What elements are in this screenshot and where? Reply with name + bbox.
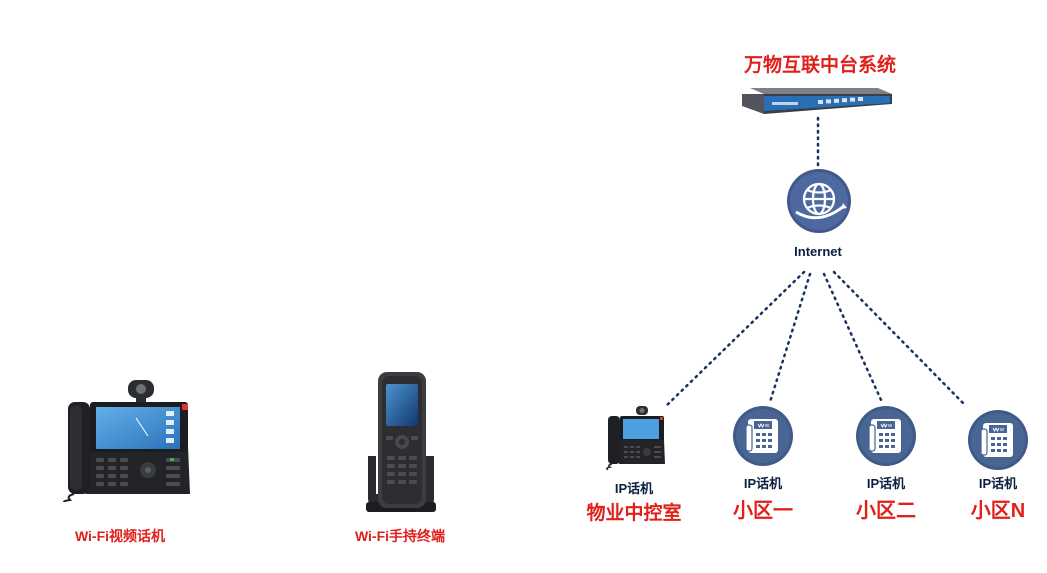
internet-globe-icon [786, 168, 852, 239]
link-internet-community-2 [822, 272, 884, 404]
property-device-label: IP话机 [614, 481, 654, 496]
wifi-handset-image [360, 370, 440, 521]
server-appliance [740, 80, 896, 125]
wifi-handset-label: Wi-Fi手持终端 [354, 528, 446, 544]
property-ip-phone-image [600, 404, 666, 475]
community-2-location-label: 小区二 [856, 500, 916, 522]
community-1-phone-icon [732, 405, 794, 472]
community-2-phone-icon [855, 405, 917, 472]
community-1-device-label: IP话机 [743, 476, 783, 491]
community-n-location-label: 小区N [970, 500, 1026, 522]
link-internet-community-1 [768, 272, 812, 404]
community-2-device-label: IP话机 [866, 476, 906, 491]
internet-label: Internet [794, 244, 842, 259]
community-n-phone-icon [967, 409, 1029, 476]
community-1-location-label: 小区一 [733, 500, 793, 522]
link-internet-property [665, 270, 806, 407]
link-internet-community-n [832, 270, 968, 408]
wifi-video-phone-image [36, 378, 192, 512]
wifi-video-phone-label: Wi-Fi视频话机 [74, 528, 166, 544]
platform-title: 万物互联中台系统 [743, 55, 896, 76]
community-n-device-label: IP话机 [978, 476, 1018, 491]
property-location-label: 物业中控室 [586, 503, 682, 524]
